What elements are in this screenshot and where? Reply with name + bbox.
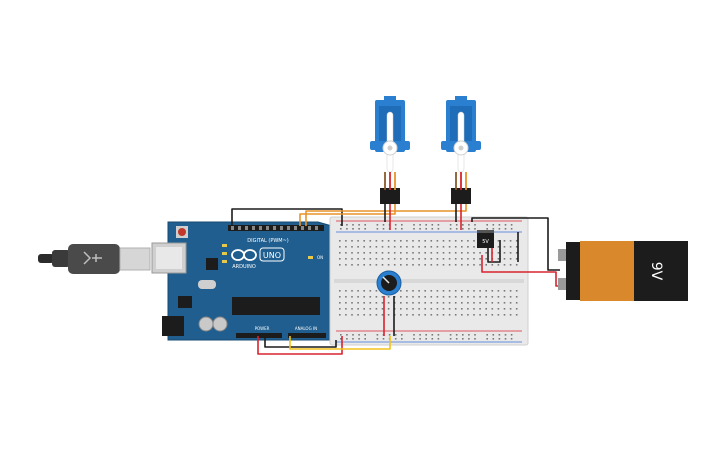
wire-gnd-arduino[interactable] (231, 208, 343, 226)
servo-2-connector (451, 188, 471, 204)
crystal (198, 280, 216, 289)
breadboard[interactable] (329, 216, 529, 346)
wires (231, 204, 560, 355)
capacitor-2 (212, 316, 228, 332)
wire-pot-vcc[interactable] (257, 336, 343, 355)
wire-servo-2-signal[interactable] (305, 204, 467, 226)
breadboard-holes (339, 224, 518, 340)
uno-label: UNO (263, 251, 281, 260)
wire-servo-1-signal[interactable] (299, 204, 396, 226)
wire-pot-gnd[interactable] (264, 336, 337, 348)
usb-chip (206, 258, 218, 270)
atmega-chip (232, 297, 320, 315)
servo-motor-2[interactable] (441, 96, 481, 204)
arduino-uno-board[interactable]: DIGITAL (PWM~) UNO ARDUINO ON POWER ANAL… (151, 221, 333, 341)
power-jack (162, 316, 184, 336)
servo-1-connector (380, 188, 400, 204)
wire-battery-gnd[interactable] (471, 217, 560, 271)
board-regulator (178, 296, 192, 308)
power-header (236, 333, 282, 338)
servo-2-leads (455, 172, 467, 190)
regulator-label: 5V (482, 239, 489, 245)
wire-regulator-gnd[interactable] (487, 240, 501, 263)
battery-label: 9V (648, 262, 664, 281)
rx-led (222, 260, 227, 263)
power-header-label: POWER (255, 326, 270, 331)
servo-horn-2 (453, 111, 469, 173)
analog-header-label: ANALOG IN (295, 326, 317, 331)
l-led (222, 244, 227, 247)
arduino-logo (231, 249, 257, 261)
capacitor-1 (198, 316, 214, 332)
digital-header-label: DIGITAL (PWM~) (247, 238, 289, 244)
servo-horn-1 (382, 111, 398, 173)
servo-motor-1[interactable] (370, 96, 410, 204)
analog-header (288, 333, 326, 338)
on-led (308, 256, 313, 259)
wire-pot-signal[interactable] (289, 336, 391, 350)
servo-1-leads (384, 172, 396, 190)
voltage-regulator[interactable]: 5V (477, 230, 494, 248)
uno-badge (259, 247, 285, 262)
wire-battery-vcc[interactable] (481, 255, 560, 287)
tx-led (222, 252, 227, 255)
potentiometer[interactable] (376, 270, 402, 296)
battery-9v[interactable]: 9V (558, 241, 688, 301)
on-led-label: ON (317, 255, 323, 260)
arduino-brand-label: ARDUINO (232, 264, 256, 270)
usb-cable[interactable] (38, 244, 151, 274)
